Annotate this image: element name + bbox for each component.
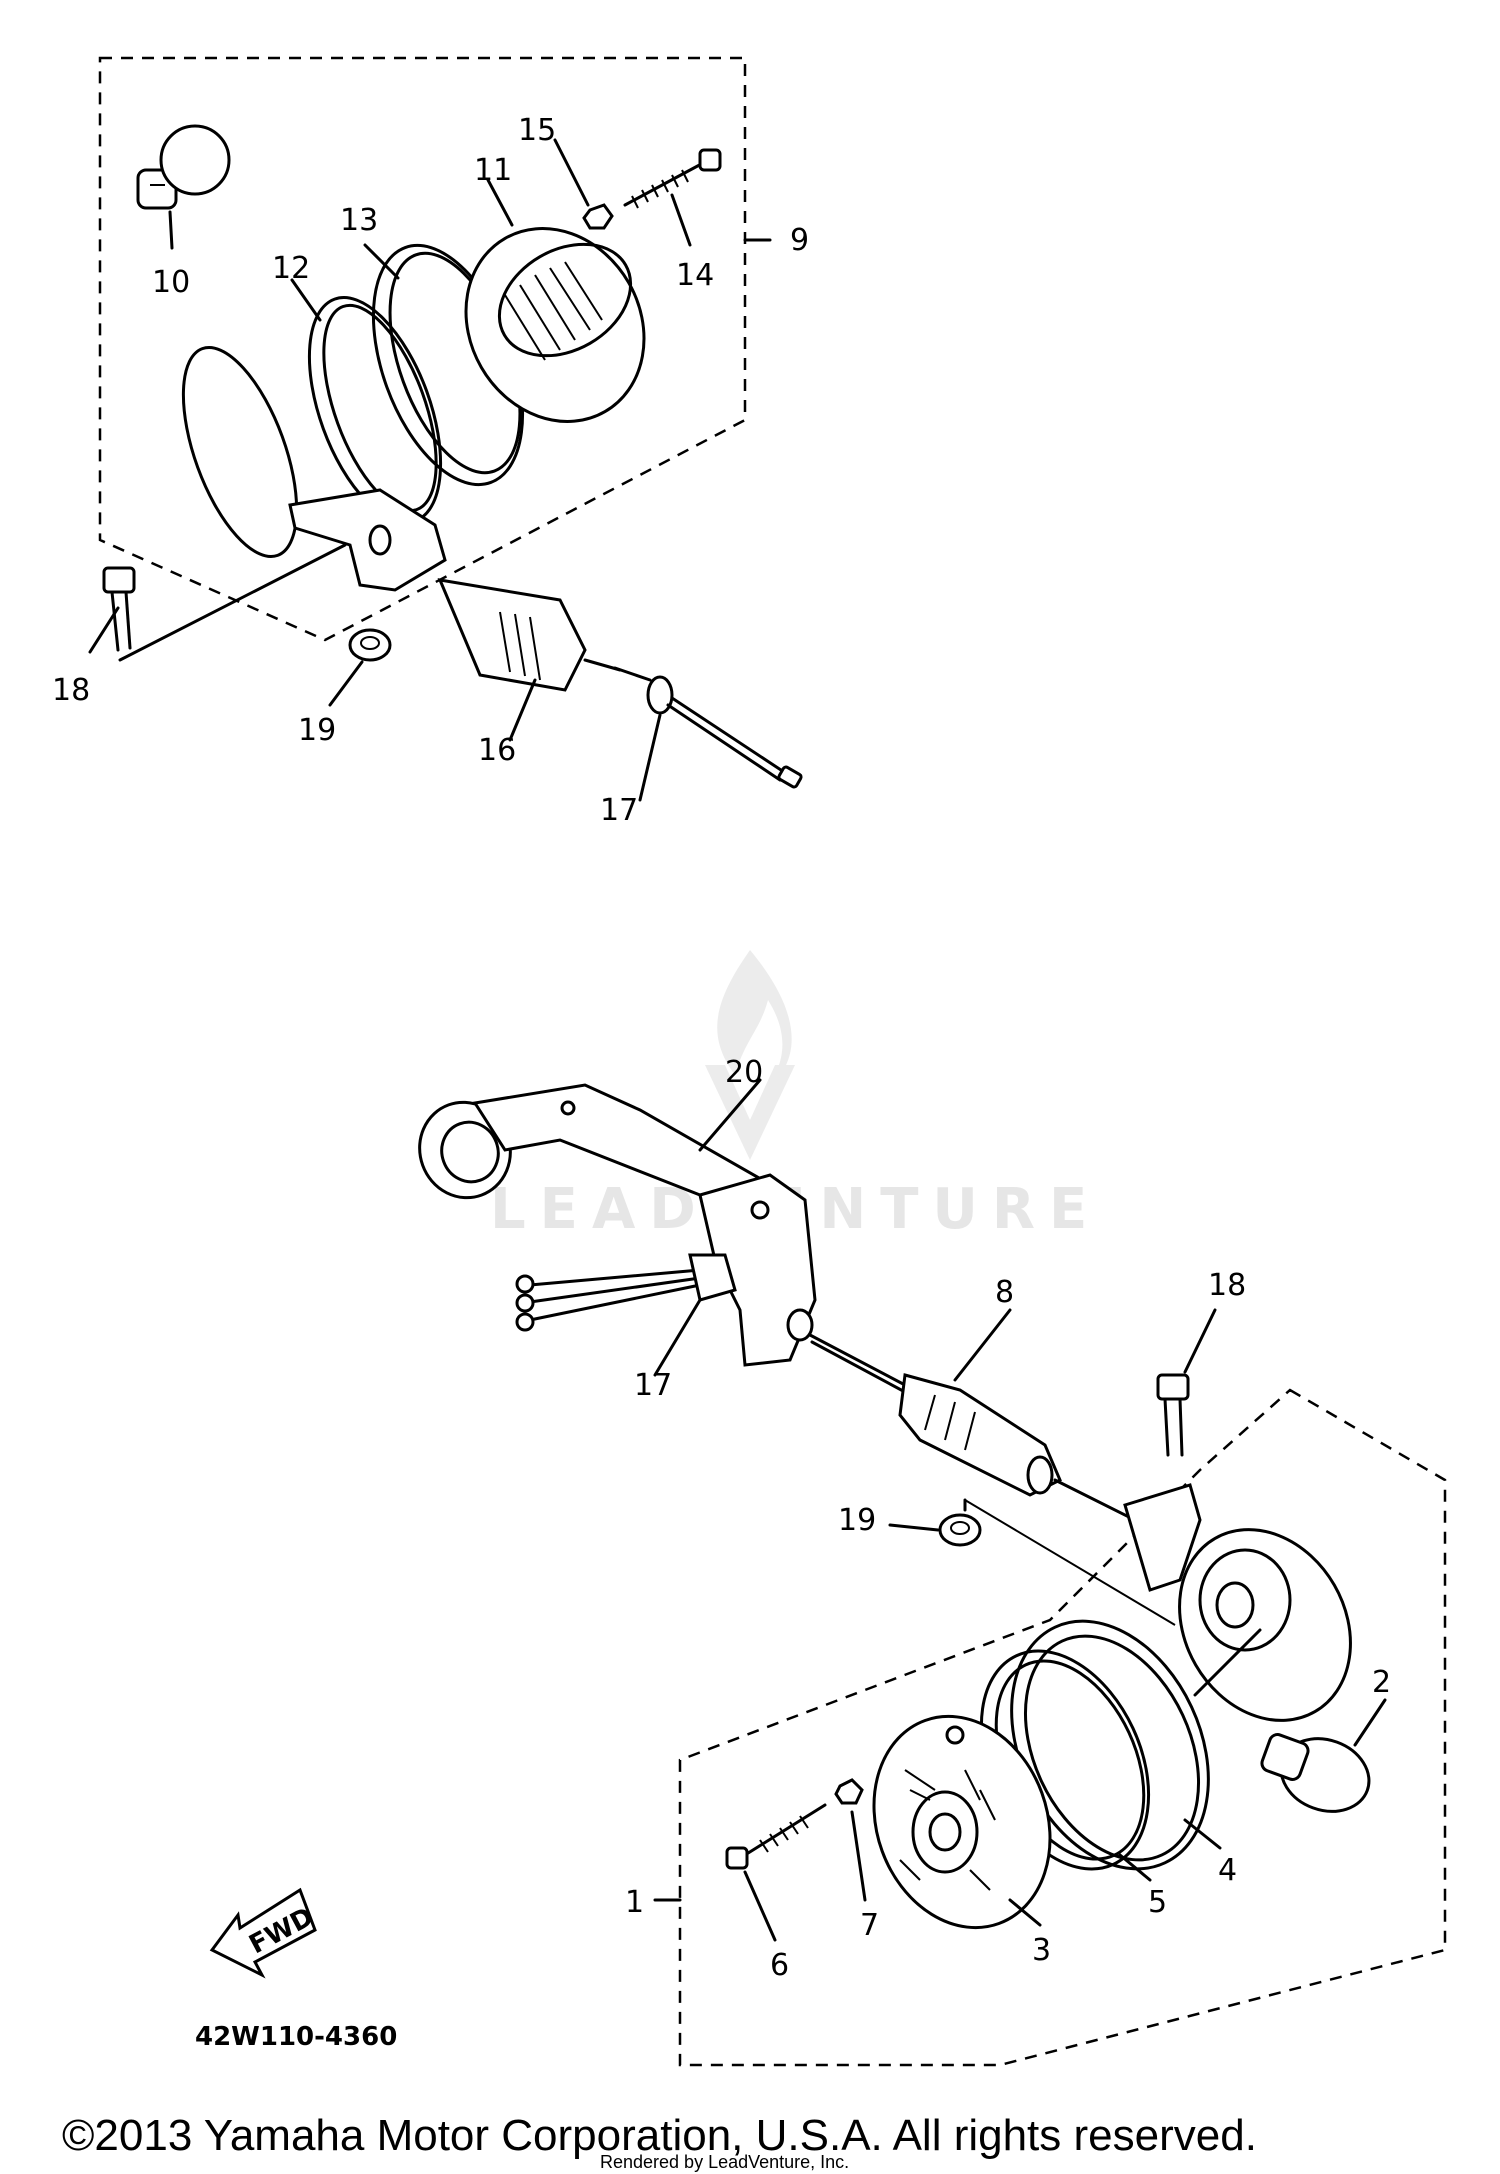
rendered-by: Rendered by LeadVenture, Inc. — [600, 2152, 849, 2172]
nut-7 — [834, 1778, 867, 1902]
socket-8 — [898, 1308, 1147, 1527]
socket-16 — [437, 578, 622, 742]
nut-15 — [553, 138, 614, 230]
callout-5: 5 — [1148, 1885, 1167, 1920]
bulb-2 — [1260, 1698, 1387, 1813]
leadventure-logo-icon — [705, 950, 795, 1160]
callout-19-lower: 19 — [838, 1503, 876, 1538]
bolt-18-lower — [1156, 1308, 1217, 1457]
wire-17-upper — [613, 666, 803, 802]
copyright-notice: ©2013 Yamaha Motor Corporation, U.S.A. A… — [62, 2111, 1257, 2160]
lens-3 — [872, 1714, 1052, 1930]
callout-13: 13 — [340, 203, 378, 238]
callout-12: 12 — [272, 251, 310, 286]
callout-2: 2 — [1372, 1665, 1391, 1700]
stay-20 — [418, 1078, 817, 1367]
callout-8: 8 — [995, 1275, 1014, 1310]
wire-harness-17-lower — [515, 1253, 737, 1377]
forward-arrow: FWD — [209, 1887, 319, 1979]
housing-11 — [464, 178, 646, 423]
callout-10: 10 — [152, 265, 190, 300]
callout-11: 11 — [474, 153, 512, 188]
upper-assembly-boundary — [98, 56, 747, 642]
callout-4: 4 — [1218, 1853, 1237, 1888]
callout-3: 3 — [1032, 1933, 1051, 1968]
callout-17-upper: 17 — [600, 793, 638, 828]
callout-labels-lower: 1 2 3 4 5 6 7 8 17 18 19 20 — [625, 1055, 1391, 1983]
callout-18-upper: 18 — [52, 673, 90, 708]
callout-1: 1 — [625, 1885, 644, 1920]
grommet-19-lower — [888, 1498, 1176, 1626]
callout-15: 15 — [518, 113, 556, 148]
lower-assembly: 1 2 3 4 5 6 7 8 17 18 19 20 — [418, 1055, 1447, 2067]
diagram-code: 42W110-4360 — [195, 2022, 397, 2052]
housing-lower — [1123, 1483, 1352, 1722]
callout-18-lower: 18 — [1208, 1268, 1246, 1303]
callout-20: 20 — [725, 1055, 763, 1090]
callout-9: 9 — [790, 223, 809, 258]
leader-bolt-to-bracket — [118, 543, 347, 662]
callout-19-upper: 19 — [298, 713, 336, 748]
callout-6: 6 — [770, 1948, 789, 1983]
callout-7: 7 — [860, 1908, 879, 1943]
grommet-19-upper — [328, 628, 392, 707]
bolt-18-upper — [88, 566, 136, 654]
callout-17-lower: 17 — [634, 1368, 672, 1403]
lower-assembly-boundary — [678, 1388, 1447, 2067]
bulb-10 — [136, 124, 231, 250]
callout-16: 16 — [478, 733, 516, 768]
lens-upper — [181, 345, 299, 559]
mount-bracket-upper — [288, 488, 447, 592]
upper-assembly: 9 10 11 12 13 14 15 16 17 18 19 — [52, 56, 809, 828]
callout-14: 14 — [676, 258, 714, 293]
screw-14 — [623, 148, 722, 247]
screw-6 — [725, 1803, 827, 1942]
callout-labels-upper: 9 10 11 12 13 14 15 16 17 18 19 — [52, 113, 809, 828]
wire-lower — [808, 1333, 907, 1387]
